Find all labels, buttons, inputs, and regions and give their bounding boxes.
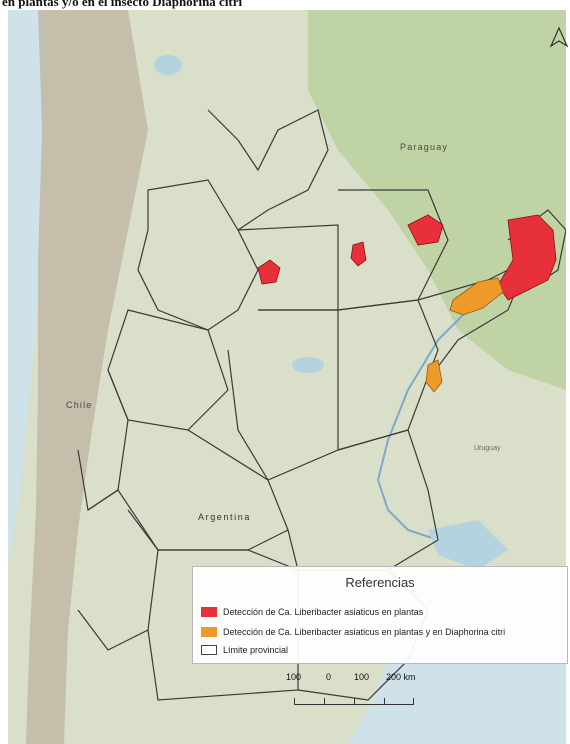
scale-tick — [354, 698, 355, 704]
map-canvas: Paraguay Chile Argentina Uruguay — [8, 10, 569, 744]
country-label-uruguay: Uruguay — [474, 445, 501, 452]
legend-item-red: Detección de Ca. Liberibacter asiaticus … — [201, 605, 423, 619]
lake — [292, 357, 324, 373]
scale-tick — [324, 698, 325, 704]
scale-label-0: 0 — [326, 672, 332, 682]
legend-swatch-orange — [201, 627, 217, 637]
scale-label-100: 100 — [354, 672, 370, 682]
country-label-chile: Chile — [66, 400, 93, 410]
legend-box: Referencias Detección de Ca. Liberibacte… — [192, 566, 568, 664]
red-detection-areas — [257, 214, 557, 301]
forest-area — [308, 10, 566, 390]
andes-range — [26, 10, 148, 744]
scale-label-200km: 200 km — [386, 672, 416, 682]
map-svg: Paraguay Chile Argentina Uruguay — [8, 10, 566, 744]
river-plata — [428, 520, 508, 570]
legend-label-red: Detección de Ca. Liberibacter asiaticus … — [223, 607, 424, 617]
legend-item-orange: Detección de Ca. Liberibacter asiaticus … — [201, 625, 505, 639]
scale-line — [294, 694, 414, 705]
scale-tick — [384, 698, 385, 704]
legend-label-orange: Detección de Ca. Liberibacter asiaticus … — [223, 627, 506, 637]
country-label-paraguay: Paraguay — [400, 142, 448, 152]
figure-caption: en plantas y/o en el insecto Diaphorina … — [2, 0, 243, 9]
lake-north — [154, 55, 182, 75]
country-label-argentina: Argentina — [198, 512, 251, 522]
scale-tick — [413, 698, 414, 704]
legend-label-boundary: Límite provincial — [223, 645, 289, 655]
scale-tick — [294, 698, 295, 704]
legend-swatch-boundary — [201, 645, 217, 655]
legend-swatch-red — [201, 607, 217, 617]
north-arrow-icon — [548, 26, 570, 48]
legend-title: Referencias — [345, 575, 415, 590]
scale-bar: 100 0 100 200 km — [286, 672, 436, 732]
scale-label-100-left: 100 — [286, 672, 302, 682]
provincial-boundaries — [77, 109, 566, 701]
legend-item-boundary: Límite provincial — [201, 643, 288, 657]
orange-detection-areas — [425, 277, 504, 393]
